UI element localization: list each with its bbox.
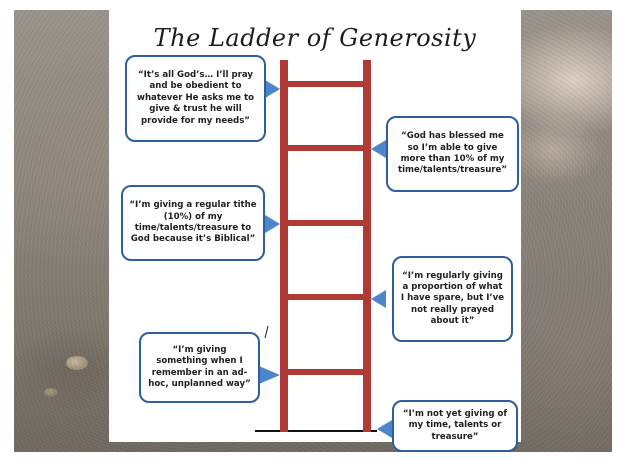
callout-level-6: “It’s all God’s… I’ll pray and be obedie… (125, 55, 266, 142)
seed-decoration (66, 356, 88, 370)
ladder-rung (280, 220, 371, 226)
callout-level-4: “I’m giving a regular tithe (10%) of my … (121, 185, 265, 261)
ladder-right-rail (363, 60, 371, 432)
arrow-right-icon (265, 80, 280, 98)
callout-level-5: “God has blessed me so I’m able to give … (386, 116, 519, 192)
seed-decoration (44, 388, 58, 397)
ladder-rung (280, 294, 371, 300)
arrow-left-icon (377, 420, 392, 438)
ladder-rung (280, 369, 371, 375)
callout-level-2: “I’m giving something when I remember in… (139, 332, 260, 403)
callout-level-3: “I’m regularly giving a proportion of wh… (392, 256, 513, 342)
arrow-left-icon (371, 290, 386, 308)
arrow-right-icon (265, 215, 280, 233)
slide-title: The Ladder of Generosity (153, 24, 477, 52)
ladder-rung (280, 81, 371, 87)
ladder-left-rail (280, 60, 288, 432)
slide: The Ladder of Generosity “It’s all God’s… (109, 2, 521, 452)
ladder-rung (280, 145, 371, 151)
arrow-right-icon (259, 366, 280, 384)
ladder-diagram (255, 60, 392, 438)
stray-mark (264, 325, 269, 339)
arrow-left-icon (371, 140, 386, 158)
callout-level-1: “I’m not yet giving of my time, talents … (392, 400, 518, 452)
